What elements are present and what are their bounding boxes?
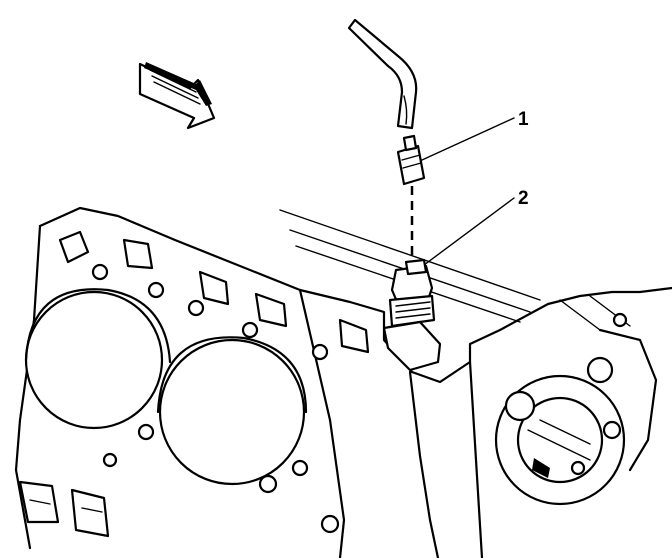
view-direction-arrow-icon [138, 62, 216, 130]
callout-1-label: 1 [518, 109, 529, 130]
knock-sensor [382, 258, 442, 372]
bolt-holes [91, 263, 340, 534]
rear-housing [494, 312, 628, 506]
callout-1-leader [421, 117, 515, 161]
lower-block-detail [18, 480, 110, 538]
callout-2-leader [419, 197, 515, 269]
callout-2-label: 2 [518, 188, 529, 209]
cylinder-bore-1 [24, 290, 164, 430]
wiring-harness [347, 18, 418, 130]
cylinder-bore-2 [158, 338, 306, 486]
sensor-connector [396, 134, 426, 186]
cylinder-bores [24, 288, 308, 486]
port-openings [58, 230, 370, 354]
